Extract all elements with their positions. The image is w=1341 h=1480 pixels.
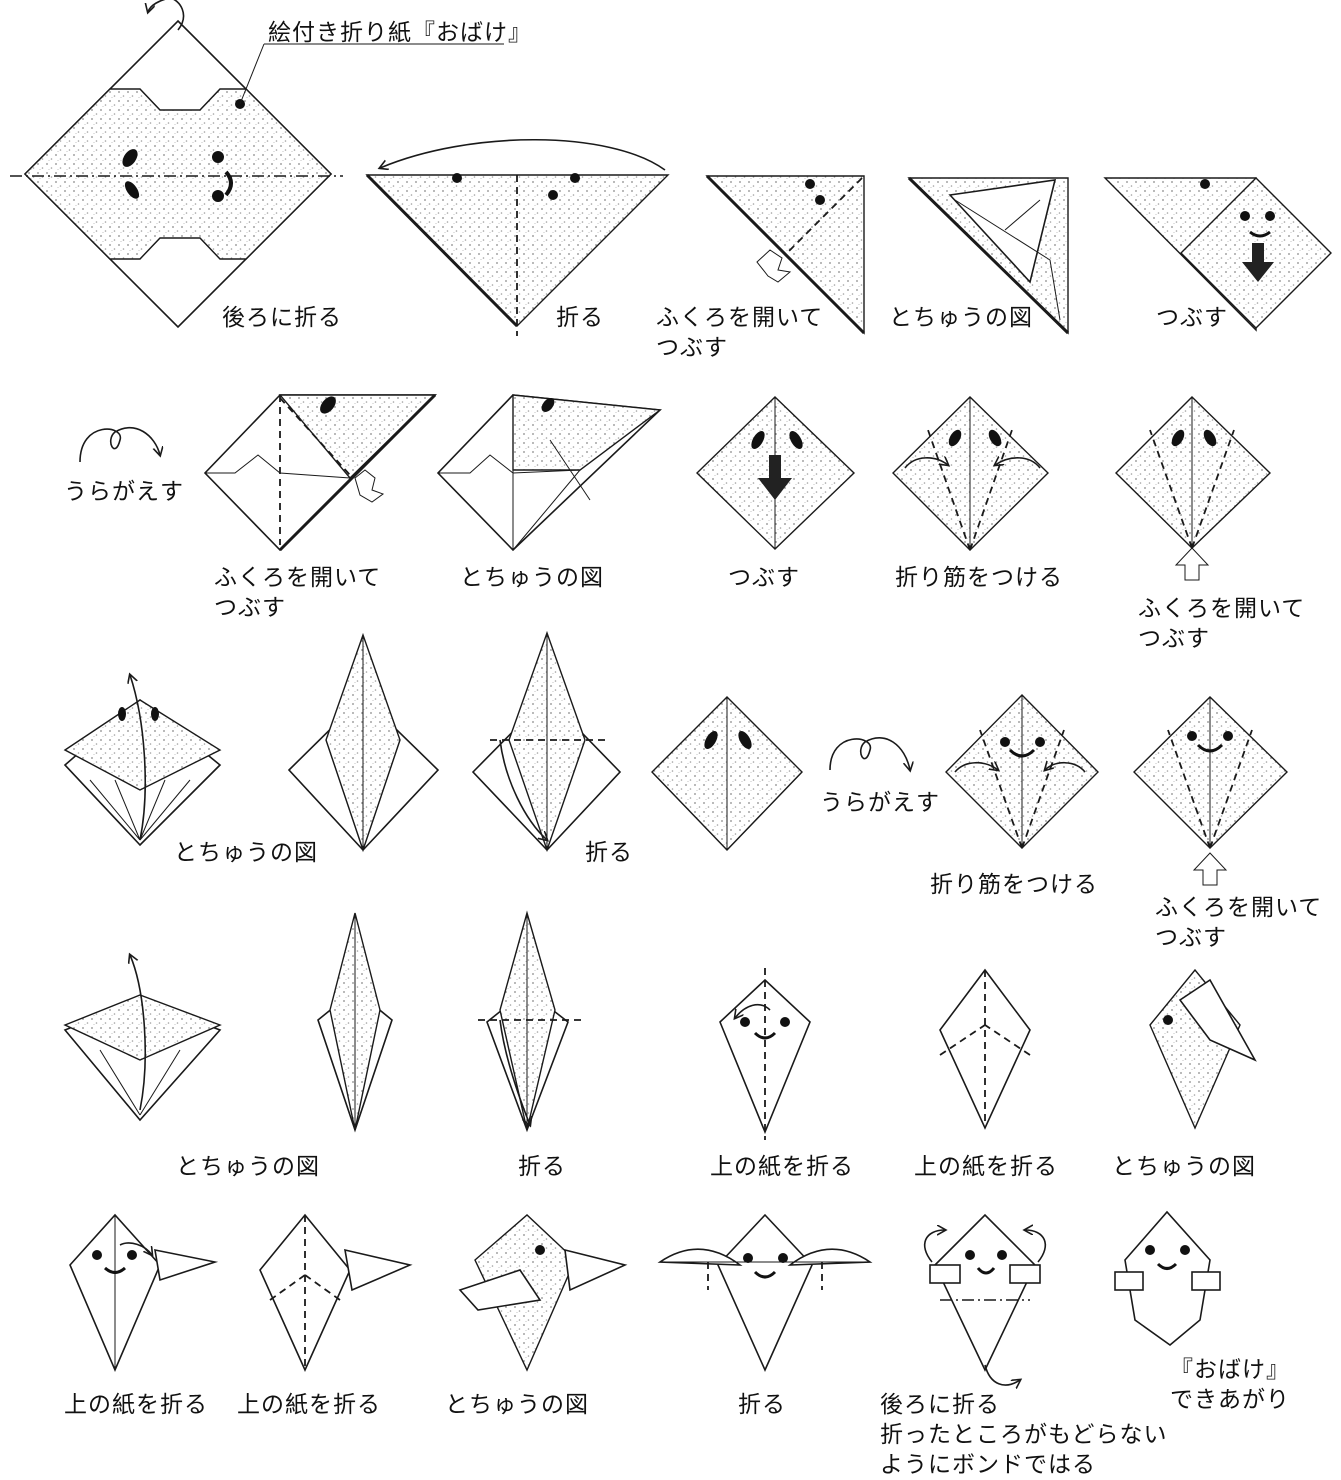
step-12-figure xyxy=(65,675,220,845)
step-25-figure xyxy=(70,1215,215,1370)
step-30-figure xyxy=(1115,1212,1220,1345)
step-11-figure xyxy=(1116,397,1270,580)
step-20-label: 上の紙を折る xyxy=(914,1152,1058,1182)
step-24-figure xyxy=(1150,970,1255,1128)
step-28-figure xyxy=(660,1215,870,1370)
step-26-label: 後ろに折る折ったところがもどらないようにボンドではる xyxy=(880,1390,1168,1480)
step-27-figure xyxy=(460,1215,625,1370)
step-7-figure xyxy=(205,393,435,550)
step-13-figure xyxy=(289,635,438,850)
step-10-label: 折り筋をつける xyxy=(895,563,1063,593)
step-12-label: とちゅうの図 xyxy=(174,838,318,868)
step-18-label: 折る xyxy=(518,1152,566,1182)
step-10-figure xyxy=(893,397,1048,550)
step-29-figure xyxy=(925,1215,1046,1385)
step-23-figure xyxy=(940,970,1030,1128)
step-2-figure xyxy=(367,140,668,336)
step-4-label: とちゅうの図 xyxy=(889,303,1033,333)
step-17-label: とちゅうの図 xyxy=(176,1152,320,1182)
step-18-figure xyxy=(1134,697,1287,885)
step-9-figure xyxy=(697,397,854,549)
step-19-label: 上の紙を折る xyxy=(710,1152,854,1182)
title-label: 絵付き折り紙『おばけ』 xyxy=(268,18,532,48)
step-1-figure xyxy=(10,0,504,327)
step-24-label: とちゅうの図 xyxy=(445,1390,589,1420)
step-2-label: 折る xyxy=(556,303,604,333)
step-15-figure xyxy=(652,697,802,850)
step-8-figure xyxy=(438,395,660,550)
step-23-label: 上の紙を折る xyxy=(237,1390,381,1420)
step-26-figure xyxy=(260,1215,410,1370)
step-6-label: うらがえす xyxy=(64,477,184,507)
step-11-label: ふくろを開いてつぶす xyxy=(1138,594,1305,654)
step-16-figure xyxy=(830,738,910,770)
step-5-label: つぶす xyxy=(1156,303,1228,333)
step-27-label: 『おばけ』できあがり xyxy=(1170,1355,1290,1415)
step-8-label: とちゅうの図 xyxy=(460,563,604,593)
step-19-figure xyxy=(65,955,220,1120)
step-21-label: とちゅうの図 xyxy=(1112,1152,1256,1182)
step-3-label: ふくろを開いてつぶす xyxy=(656,303,823,363)
step-25-label: 折る xyxy=(738,1390,786,1420)
step-17-figure xyxy=(946,695,1098,848)
step-20-figure xyxy=(318,913,392,1130)
step-1-label: 後ろに折る xyxy=(222,303,342,333)
step-14-figure xyxy=(473,633,620,850)
step-22-figure xyxy=(720,968,810,1140)
step-21-figure xyxy=(478,913,585,1130)
step-9-label: つぶす xyxy=(728,563,800,593)
step-7-label: ふくろを開いてつぶす xyxy=(214,563,381,623)
step-13-label: 折る xyxy=(585,838,633,868)
step-16-label: ふくろを開いてつぶす xyxy=(1155,893,1322,953)
step-15-label: 折り筋をつける xyxy=(930,870,1098,900)
step-22-label: 上の紙を折る xyxy=(64,1390,208,1420)
step-14-label: うらがえす xyxy=(820,788,940,818)
step-6-figure xyxy=(80,428,160,462)
